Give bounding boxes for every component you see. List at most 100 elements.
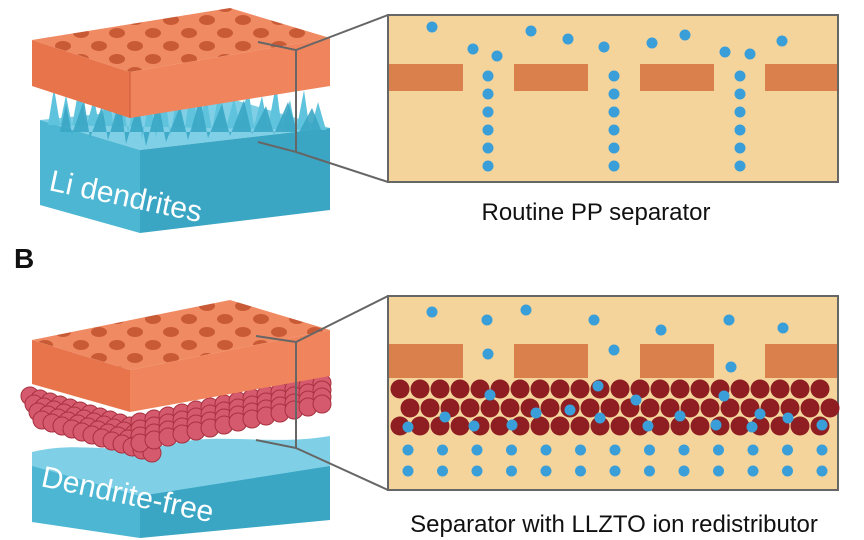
li-ion: [575, 444, 586, 456]
li-ion: [609, 465, 621, 477]
li-ion: [608, 124, 620, 136]
li-ion: [484, 389, 496, 401]
li-ion: [816, 465, 828, 477]
top-battery-illustration: Li dendrites: [32, 8, 330, 233]
panel-b-label: B: [14, 243, 34, 274]
top-lithium-block: [40, 100, 330, 233]
li-ion: [655, 324, 667, 336]
li-ion: [734, 124, 746, 136]
llzto-particle: [650, 379, 670, 399]
llzto-particle: [660, 398, 680, 418]
llzto-particle: [410, 416, 430, 436]
li-ion: [437, 444, 448, 456]
llzto-particle: [630, 379, 650, 399]
li-ion: [734, 106, 746, 118]
li-ion: [734, 70, 746, 82]
llzto-particle: [410, 379, 430, 399]
li-ion: [594, 412, 606, 424]
llzto-particle: [510, 379, 530, 399]
li-ion: [467, 43, 479, 55]
llzto-particle: [590, 416, 610, 436]
li-ion: [482, 348, 494, 360]
li-ion: [734, 142, 746, 154]
llzto-particle: [730, 416, 750, 436]
li-ion: [746, 421, 758, 433]
li-ion: [734, 160, 746, 172]
li-ion: [592, 380, 604, 392]
li-ion: [782, 412, 794, 424]
llzto-particle: [610, 416, 630, 436]
li-ion: [402, 465, 414, 477]
llzto-particle: [450, 416, 470, 436]
li-ion: [608, 70, 620, 82]
li-ion: [609, 444, 621, 456]
llzto-particle: [750, 379, 770, 399]
llzto-particle: [420, 398, 440, 418]
llzto-particle: [450, 379, 470, 399]
llzto-particle: [580, 398, 600, 418]
li-ion: [816, 419, 828, 431]
li-ion: [481, 314, 493, 326]
llzto-particle: [720, 398, 740, 418]
llzto-particle: [810, 379, 830, 399]
li-ion: [674, 410, 686, 422]
top-li-ions: [426, 21, 788, 172]
li-ion: [744, 48, 756, 60]
li-ion: [777, 322, 789, 334]
li-ion: [506, 444, 517, 456]
li-ion: [754, 408, 766, 420]
llzto-particle: [790, 416, 810, 436]
li-ion: [747, 465, 759, 477]
llzto-particle: [550, 416, 570, 436]
llzto-particle: [430, 379, 450, 399]
llzto-particle: [570, 379, 590, 399]
li-ion: [710, 419, 722, 431]
llzto-particle: [530, 416, 550, 436]
li-ion: [426, 306, 438, 318]
li-ion: [608, 344, 620, 356]
llzto-particle: [490, 416, 510, 436]
li-ion: [471, 444, 483, 456]
li-ion: [482, 124, 494, 136]
li-ion: [530, 407, 542, 419]
bottom-zoom-lines: [255, 295, 389, 491]
pp-separator-bars: [389, 64, 837, 91]
bottom-battery-illustration: Dendrite-free: [20, 300, 332, 538]
li-ion: [439, 411, 451, 423]
li-ion: [540, 465, 552, 477]
li-ion: [588, 314, 600, 326]
li-ion: [506, 419, 518, 431]
llzto-particle: [550, 379, 570, 399]
llzto-sphere-layer: [20, 373, 332, 463]
llzto-particle: [630, 416, 650, 436]
li-ion: [776, 35, 788, 47]
li-ion: [525, 25, 537, 37]
li-ion: [471, 465, 483, 477]
li-ion: [678, 465, 690, 477]
li-ion: [679, 29, 691, 41]
li-ion: [575, 465, 586, 477]
li-ion: [437, 465, 448, 477]
li-ion: [608, 106, 620, 118]
li-ion: [598, 41, 610, 53]
li-ion: [482, 88, 494, 100]
llzto-particle: [650, 416, 670, 436]
li-ion: [646, 37, 658, 49]
bottom-separator-zoom-panel: [387, 295, 840, 491]
li-ion: [713, 444, 724, 456]
li-ion: [426, 21, 438, 33]
li-ion: [608, 142, 620, 154]
li-ion: [608, 88, 620, 100]
li-ion: [506, 465, 517, 477]
li-ion: [644, 444, 655, 456]
li-ion: [678, 444, 690, 456]
bottom-pp-separator-bars: [389, 344, 837, 378]
top-electrode-slab: [32, 8, 330, 118]
top-separator-zoom-panel: [387, 14, 839, 183]
li-ion: [713, 465, 724, 477]
li-ion: [468, 420, 480, 432]
llzto-particle: [780, 398, 800, 418]
li-ion: [719, 46, 731, 58]
li-ion: [608, 160, 620, 172]
